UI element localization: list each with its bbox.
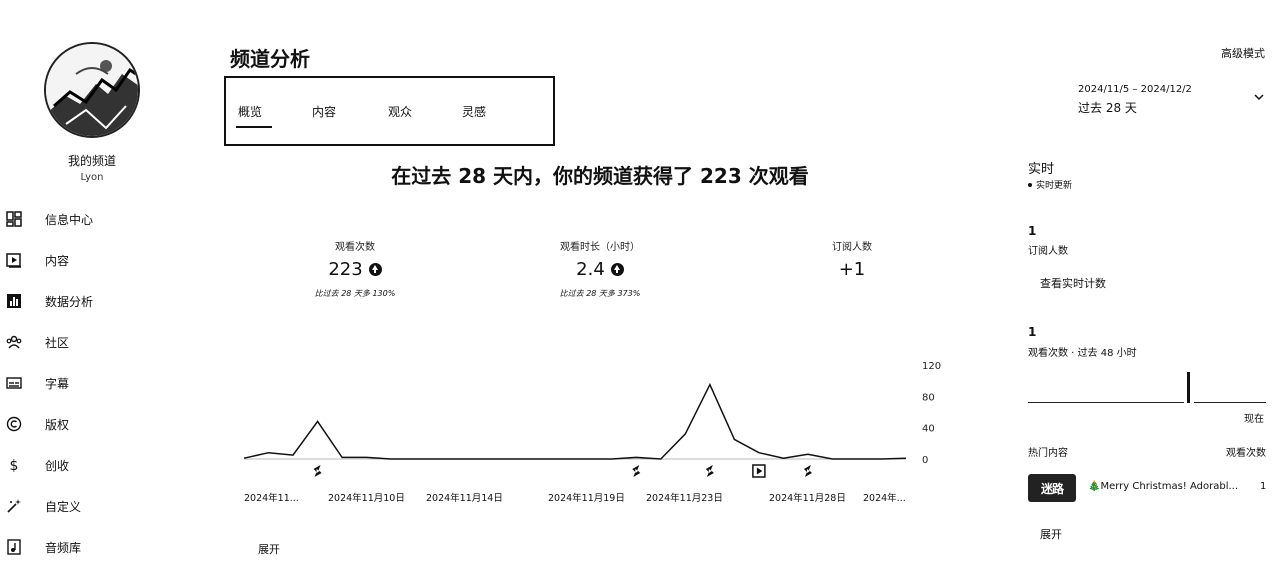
sidebar-item-label: 音频库 [45,540,82,555]
sidebar-item-analytics[interactable]: 数据分析 [0,283,200,319]
realtime-subscriber-label: 订阅人数 [1028,246,1068,257]
x-tick-label: 2024年11月28日 [769,492,846,504]
x-tick-label: 2024年11... [244,492,299,504]
channel-avatar[interactable] [44,42,140,138]
advanced-mode-button[interactable]: 高级模式 [1221,47,1265,60]
sidebar-item-subtitles[interactable]: 字幕 [0,365,200,401]
y-tick-label: 0 [922,455,928,466]
y-tick-label: 80 [922,392,935,403]
y-tick-label: 120 [922,361,941,372]
metric-comparison: 比过去 28 天多 130% [314,289,396,298]
chevron-down-icon[interactable] [1252,89,1266,103]
metric-value: 223 [328,259,363,280]
metric-watch-time[interactable]: 观看时长（小时） 2.4 比过去 28 天多 373% [520,238,680,299]
realtime-baseline [1194,402,1266,403]
realtime-baseline [1028,402,1184,403]
series-line [243,382,907,460]
metric-subscribers[interactable]: 订阅人数 +1 [780,238,924,280]
realtime-status: 实时更新 [1028,178,1072,191]
dashboard-icon [5,210,23,228]
copyright-icon [5,415,23,433]
realtime-expand-button[interactable]: 展开 [1040,528,1062,541]
video-thumbnail[interactable]: 迷路 [1028,474,1076,502]
sidebar-item-customization[interactable]: 自定义 [0,488,200,524]
realtime-now-label: 现在 [1244,414,1264,425]
top-content-title[interactable]: 🎄Merry Christmas! Adorabl... [1088,481,1239,492]
realtime-live-label: 实时更新 [1036,181,1073,191]
tab-audience[interactable]: 观众 [388,105,413,119]
views-line-chart[interactable]: 0 40 80 120 2024年11... 2024年11月10日 2024年11月14日… [240,355,960,515]
tab-overview[interactable]: 概览 [238,105,263,119]
metric-value: 2.4 [576,259,605,280]
top-content-views: 1 [1260,481,1267,492]
metric-value: +1 [838,259,866,280]
realtime-views-label: 观看次数 · 过去 48 小时 [1028,348,1137,359]
sidebar-item-label: 数据分析 [45,294,94,309]
shorts-icon [313,465,322,477]
x-tick-label: 2024年11月23日 [646,492,723,504]
sidebar-item-label: 自定义 [45,499,82,514]
top-content-header: 热门内容 [1028,448,1068,459]
summary-headline: 在过去 28 天内，你的频道获得了 223 次观看 [391,164,809,188]
sidebar-item-community[interactable]: 社区 [0,324,200,360]
content-icon [5,251,23,269]
sidebar-item-content[interactable]: 内容 [0,242,200,278]
arrow-up-icon [368,263,382,276]
sidebar-item-dashboard[interactable]: 信息中心 [0,201,200,237]
tab-bar: 概览 内容 观众 灵感 [224,76,555,146]
metric-comparison: 比过去 28 天多 373% [559,289,641,298]
date-range[interactable]: 2024/11/5 – 2024/12/2 [1078,84,1192,95]
expand-button[interactable]: 展开 [258,543,280,556]
customization-icon [5,497,23,515]
sidebar-item-label: 版权 [45,417,70,432]
shorts-icon [803,465,812,477]
y-tick-label: 40 [922,424,935,435]
metric-views[interactable]: 观看次数 223 比过去 28 天多 130% [280,238,430,299]
views-header: 观看次数 [1226,448,1266,459]
tab-inspiration[interactable]: 灵感 [462,105,487,119]
active-tab-indicator [236,126,272,128]
sidebar-item-copyright[interactable]: 版权 [0,406,200,442]
sidebar-item-label: 社区 [45,335,70,350]
sidebar-item-audio-library[interactable]: 音频库 [0,529,200,565]
metric-label: 观看时长（小时） [560,242,640,253]
channel-name: 我的频道 [67,154,116,168]
arrow-up-icon [610,263,624,276]
sidebar-item-label: 信息中心 [45,212,94,227]
subtitles-icon [5,374,23,392]
sidebar-item-label: 内容 [45,253,70,268]
community-icon [5,333,23,351]
x-tick-label: 2024年11月10日 [328,492,405,504]
realtime-title: 实时 [1028,162,1055,177]
analytics-icon [5,292,23,310]
shorts-icon [705,465,714,477]
video-play-icon [752,464,766,478]
realtime-views-count: 1 [1028,325,1037,339]
svg-text:$: $ [10,458,19,473]
view-realtime-count-button[interactable]: 查看实时计数 [1040,277,1106,290]
page-title: 频道分析 [230,47,310,71]
realtime-bar [1187,372,1190,403]
metric-label: 订阅人数 [832,242,872,253]
x-tick-label: 2024年... [863,492,906,504]
sidebar-item-label: 创收 [45,458,70,473]
monetization-icon: $ [5,456,23,474]
date-range-label[interactable]: 过去 28 天 [1078,101,1137,115]
sidebar-item-label: 字幕 [45,376,70,391]
metric-label: 观看次数 [335,242,375,253]
x-tick-label: 2024年11月19日 [548,492,625,504]
realtime-subscriber-count: 1 [1028,224,1037,238]
shorts-icon [632,465,641,477]
channel-handle: Lyon [80,172,104,183]
live-dot-icon [1028,182,1032,187]
tab-content[interactable]: 内容 [312,105,337,119]
x-tick-label: 2024年11月14日 [426,492,503,504]
sidebar-item-monetization[interactable]: $ 创收 [0,447,200,483]
audio-library-icon [5,538,23,556]
